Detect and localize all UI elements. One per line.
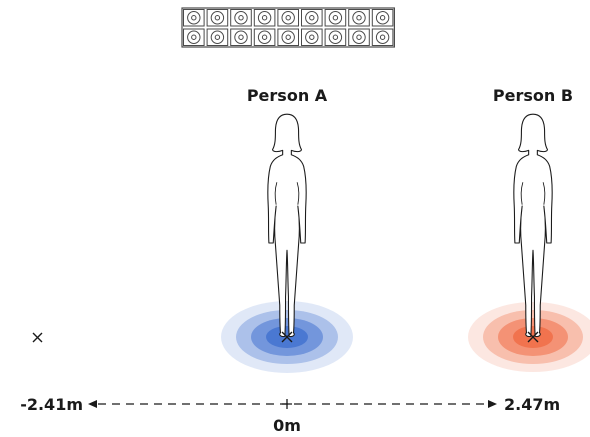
speaker-array (181, 7, 395, 48)
speaker-driver-icon (324, 9, 347, 27)
person-b-label: Person B (493, 86, 573, 105)
axis-left-label: -2.41m (20, 395, 83, 414)
left-arrowhead-icon (88, 400, 97, 408)
axis-origin-label: 0m (273, 416, 301, 435)
left-position-marker (32, 332, 43, 343)
person-b: Person B (468, 86, 590, 372)
speaker-driver-icon (253, 9, 276, 27)
speaker-driver-icon (253, 28, 276, 46)
person-a: Person A (221, 86, 353, 373)
axis-right-label: 2.47m (504, 395, 560, 414)
person-a-position-marker (281, 331, 293, 343)
speaker-driver-icon (230, 28, 252, 46)
person-a-label: Person A (247, 86, 328, 105)
speaker-driver-icon (183, 9, 205, 27)
speaker-driver-icon (277, 28, 299, 46)
right-arrowhead-icon (488, 400, 497, 408)
person-b-position-marker (527, 331, 539, 343)
origin-cross-icon (282, 399, 292, 409)
speaker-driver-icon (230, 9, 252, 27)
speaker-driver-icon (277, 9, 299, 27)
speaker-driver-icon (324, 28, 347, 46)
speaker-driver-icon (348, 9, 370, 27)
speaker-driver-icon (301, 28, 323, 46)
speaker-driver-icon (301, 9, 323, 27)
position-axis: -2.41m 2.47m 0m (20, 395, 560, 435)
speaker-driver-icon (206, 28, 229, 46)
speaker-driver-icon (371, 28, 394, 46)
speaker-driver-icon (348, 28, 370, 46)
speaker-driver-icon (183, 28, 205, 46)
speaker-driver-icon (206, 9, 229, 27)
speaker-driver-icon (371, 9, 394, 27)
